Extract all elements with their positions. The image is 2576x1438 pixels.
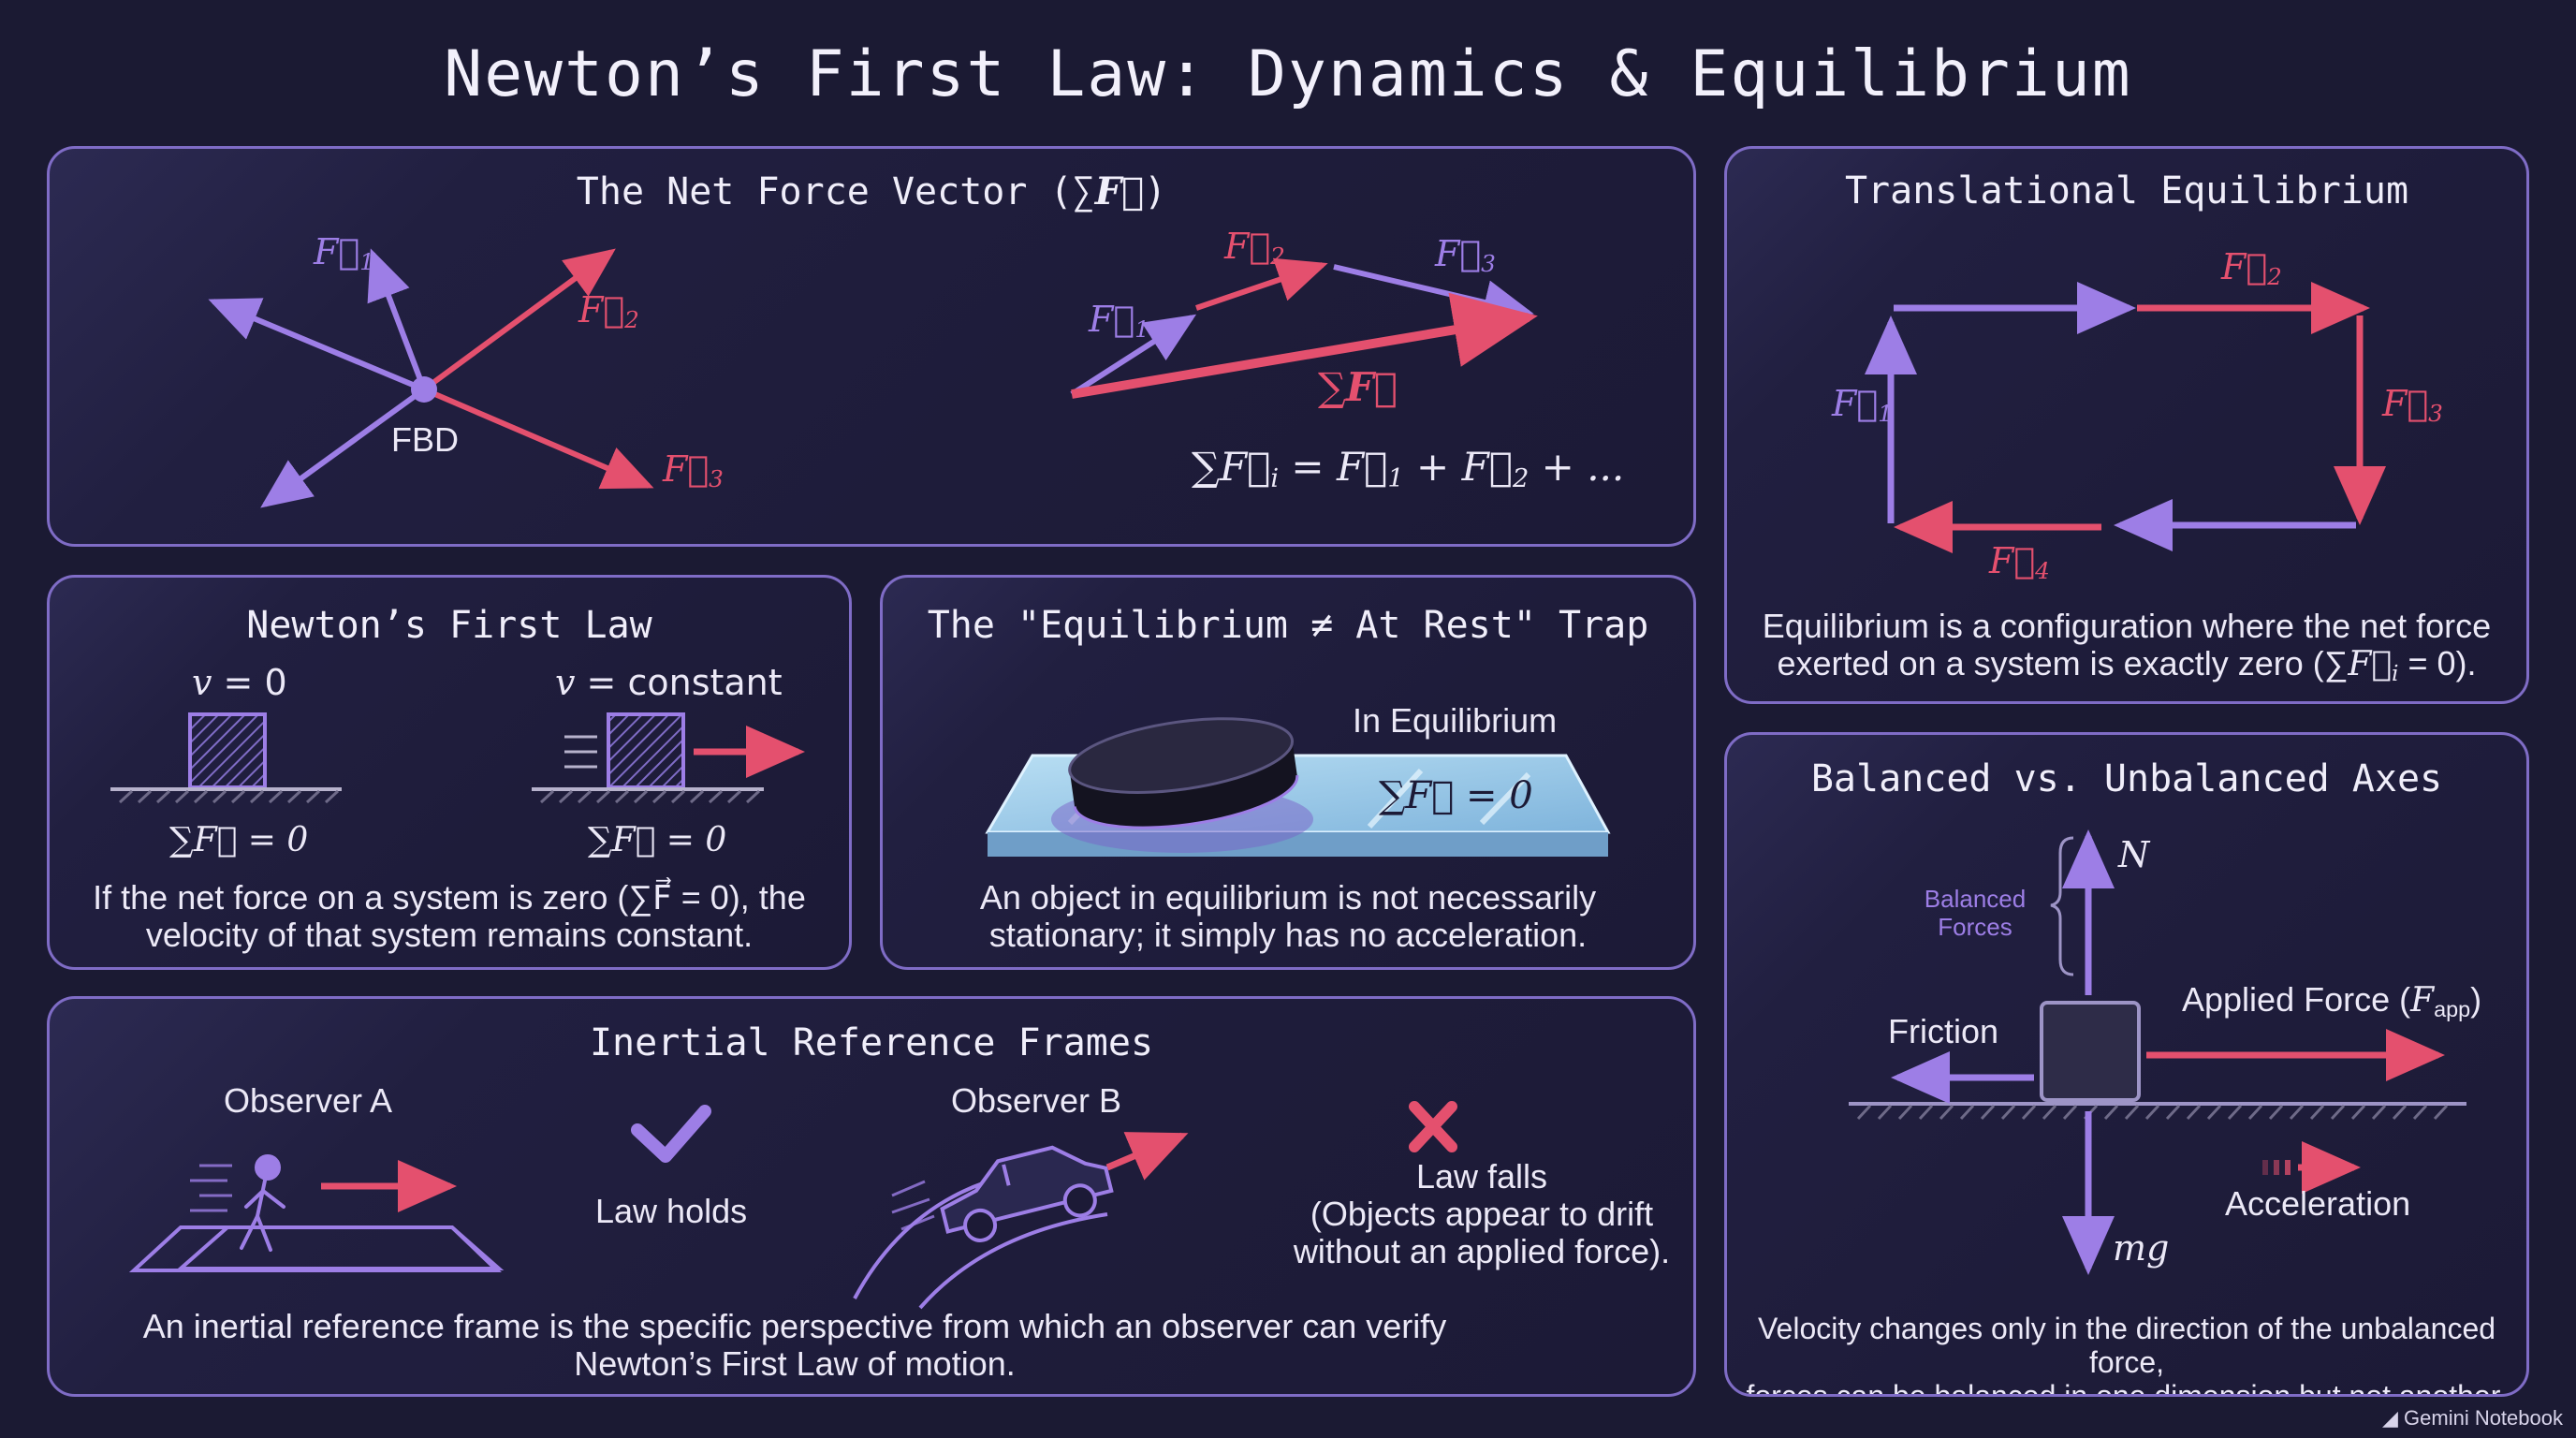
- trap-caption: An object in equilibrium is not necessar…: [979, 878, 1597, 954]
- axes-title: Balanced vs. Unbalanced Axes: [1810, 757, 2443, 800]
- car-icon: [940, 1145, 1114, 1242]
- axes-panel: Balanced vs. Unbalanced Axes: [1724, 732, 2529, 1397]
- balanced-forces-label: Balanced Forces: [1924, 885, 2027, 941]
- sum-zero-right: ∑F⃗ = 0: [588, 821, 727, 859]
- right-f1-label: F⃗1: [1089, 299, 1149, 344]
- eq-f4-label: F⃗4: [1989, 540, 2050, 585]
- block-at-rest: [188, 712, 267, 789]
- right-f3-label: F⃗3: [1435, 233, 1496, 278]
- left-f2-label: F⃗2: [578, 289, 639, 334]
- sum-zero-left: ∑F⃗ = 0: [169, 821, 309, 859]
- cross-icon: [1409, 1101, 1457, 1152]
- observer-b-label: Observer B: [951, 1081, 1122, 1120]
- first-law-caption: If the net force on a system is zero (∑F…: [93, 878, 806, 954]
- fbd-label: FBD: [391, 420, 459, 459]
- acceleration-arrow: [2262, 1141, 2361, 1194]
- first-law-title: Newton’s First Law: [246, 604, 652, 647]
- equilibrium-caption: Equilibrium is a configuration where the…: [1762, 607, 2492, 686]
- applied-force-label: Applied Force (Fapp): [2182, 980, 2482, 1021]
- hockey-puck: [1068, 717, 1299, 829]
- acceleration-label: Acceleration: [2225, 1184, 2411, 1223]
- law-fails-label: Law falls (Objects appear to drift witho…: [1293, 1157, 1671, 1270]
- page-title: Newton’s First Law: Dynamics & Equilibri…: [444, 37, 2132, 111]
- notebook-icon: ◢: [2381, 1406, 2405, 1430]
- friction-label: Friction: [1888, 1012, 1999, 1050]
- equilibrium-panel: Translational Equilibrium F⃗1 F⃗2 F⃗3 F⃗…: [1724, 146, 2529, 704]
- frames-title: Inertial Reference Frames: [589, 1021, 1154, 1064]
- fbd-point: [411, 376, 437, 403]
- first-law-diagram: [110, 712, 805, 804]
- sum-f-label: ∑F⃗: [1318, 364, 1398, 410]
- block-moving: [607, 712, 685, 789]
- axes-diagram: [1849, 829, 2466, 1275]
- left-f1-label: F⃗1: [314, 231, 374, 276]
- equilibrium-title: Translational Equilibrium: [1844, 169, 2409, 213]
- walking-person-icon: [240, 1154, 285, 1252]
- eq-f1-label: F⃗1: [1832, 383, 1893, 428]
- trap-panel: The "Equilibrium ≠ At Rest" Trap In Equi…: [880, 575, 1696, 970]
- frames-panel: Inertial Reference Frames Observer A Obs…: [47, 996, 1696, 1397]
- in-equilibrium-label: In Equilibrium: [1353, 701, 1558, 740]
- eq-f3-label: F⃗3: [2382, 383, 2443, 428]
- right-f2-label: F⃗2: [1224, 226, 1285, 271]
- left-f3-label: F⃗3: [663, 448, 724, 493]
- block: [2040, 1001, 2141, 1102]
- observer-a-label: Observer A: [224, 1081, 393, 1120]
- normal-force-label: N: [2118, 834, 2150, 875]
- balanced-brace: [2050, 836, 2074, 976]
- eq-f2-label: F⃗2: [2221, 246, 2282, 291]
- frames-diagram: [128, 1101, 1457, 1310]
- net-force-diagram: [208, 248, 1538, 508]
- observer-b-arrow: [1105, 1132, 1189, 1181]
- first-law-panel: Newton’s First Law 𝑣 = 0 𝑣 = constant: [47, 575, 852, 970]
- net-force-panel: The Net Force Vector (∑F⃗) FBD F⃗1 F⃗2 F…: [47, 146, 1696, 547]
- road-curve-2: [918, 1212, 1108, 1310]
- brand-label: ◢ Gemini Notebook: [2381, 1406, 2563, 1430]
- hockey-puck-diagram: [985, 717, 1611, 857]
- axes-caption: Velocity changes only in the direction o…: [1746, 1312, 2508, 1397]
- law-holds-label: Law holds: [595, 1192, 748, 1230]
- weight-label: mg: [2113, 1227, 2170, 1269]
- force-polygon: [1865, 282, 2386, 553]
- fbd-vectors: [208, 248, 654, 508]
- net-force-title: The Net Force Vector (∑F⃗): [576, 169, 1167, 213]
- v-constant-label: 𝑣 = constant: [555, 662, 783, 703]
- v-zero-label: 𝑣 = 0: [192, 662, 287, 703]
- frames-caption: An inertial reference frame is the speci…: [142, 1307, 1447, 1383]
- trap-title: The "Equilibrium ≠ At Rest" Trap: [927, 604, 1649, 647]
- check-icon: [631, 1105, 711, 1163]
- vector-sum: [1070, 257, 1538, 399]
- sum-formula: ∑F⃗i = F⃗1 + F⃗2 + ...: [1192, 444, 1625, 493]
- trap-sum-label: ∑F⃗ = 0: [1379, 774, 1533, 817]
- platform-a: [128, 1225, 502, 1272]
